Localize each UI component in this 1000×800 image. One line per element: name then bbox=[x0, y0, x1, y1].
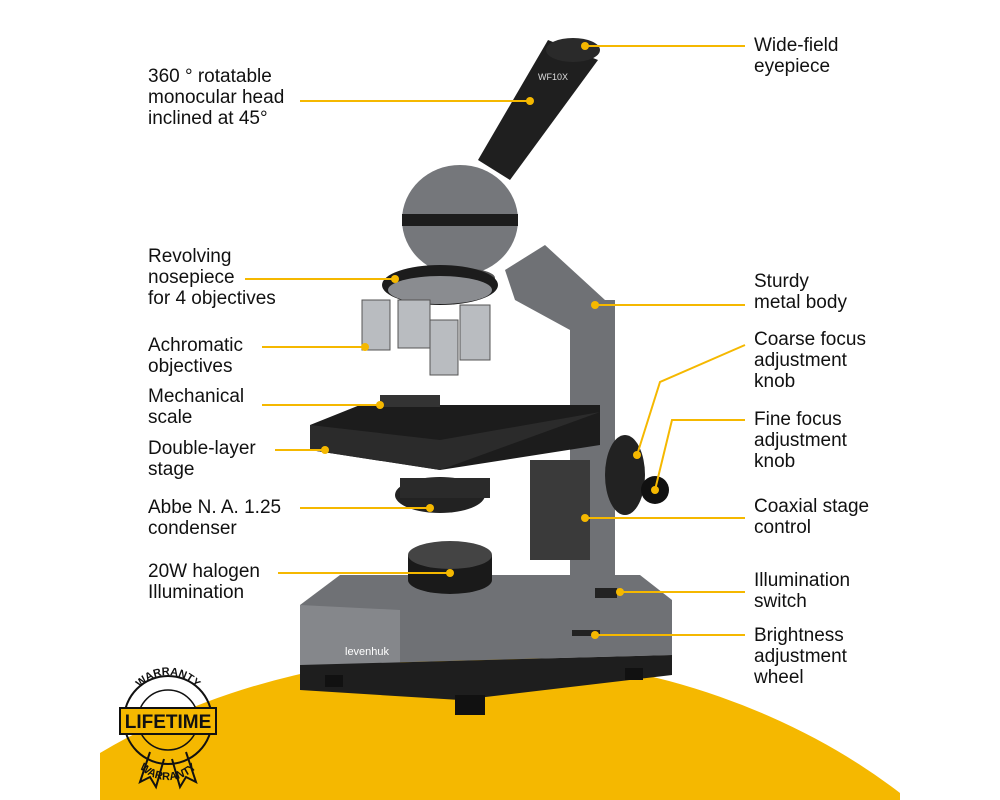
label-monocular-head: 360 ° rotatable monocular head inclined … bbox=[148, 66, 285, 129]
badge-middle: LIFETIME bbox=[125, 712, 212, 733]
brand-logo: levenhuk bbox=[345, 646, 390, 658]
label-mechanical-scale: Mechanical scale bbox=[148, 386, 245, 428]
label-condenser: Abbe N. A. 1.25 condenser bbox=[148, 497, 282, 539]
label-eyepiece: Wide-field eyepiece bbox=[754, 35, 839, 77]
label-brightness-wheel: Brightness adjustment wheel bbox=[754, 625, 847, 688]
badge-top: WARRANTY bbox=[134, 666, 203, 691]
label-coarse-focus: Coarse focus adjustment knob bbox=[754, 329, 866, 392]
callout-dots bbox=[321, 42, 659, 639]
label-stage: Double-layer stage bbox=[148, 438, 256, 480]
eyepiece-marking: WF10X bbox=[538, 72, 568, 82]
label-illumination: 20W halogen Illumination bbox=[148, 561, 260, 603]
label-illumination-switch: Illumination switch bbox=[754, 570, 851, 612]
callout-lines bbox=[245, 45, 746, 636]
yellow-background-arc bbox=[100, 654, 900, 800]
microscope-illustration: levenhuk WF10X bbox=[300, 38, 672, 715]
label-coaxial-control: Coaxial stage control bbox=[754, 496, 870, 538]
label-metal-body: Sturdy metal body bbox=[754, 271, 847, 313]
label-fine-focus: Fine focus adjustment knob bbox=[754, 409, 847, 472]
label-objectives: Achromatic objectives bbox=[148, 335, 244, 377]
label-nosepiece: Revolving nosepiece for 4 objectives bbox=[148, 246, 276, 309]
